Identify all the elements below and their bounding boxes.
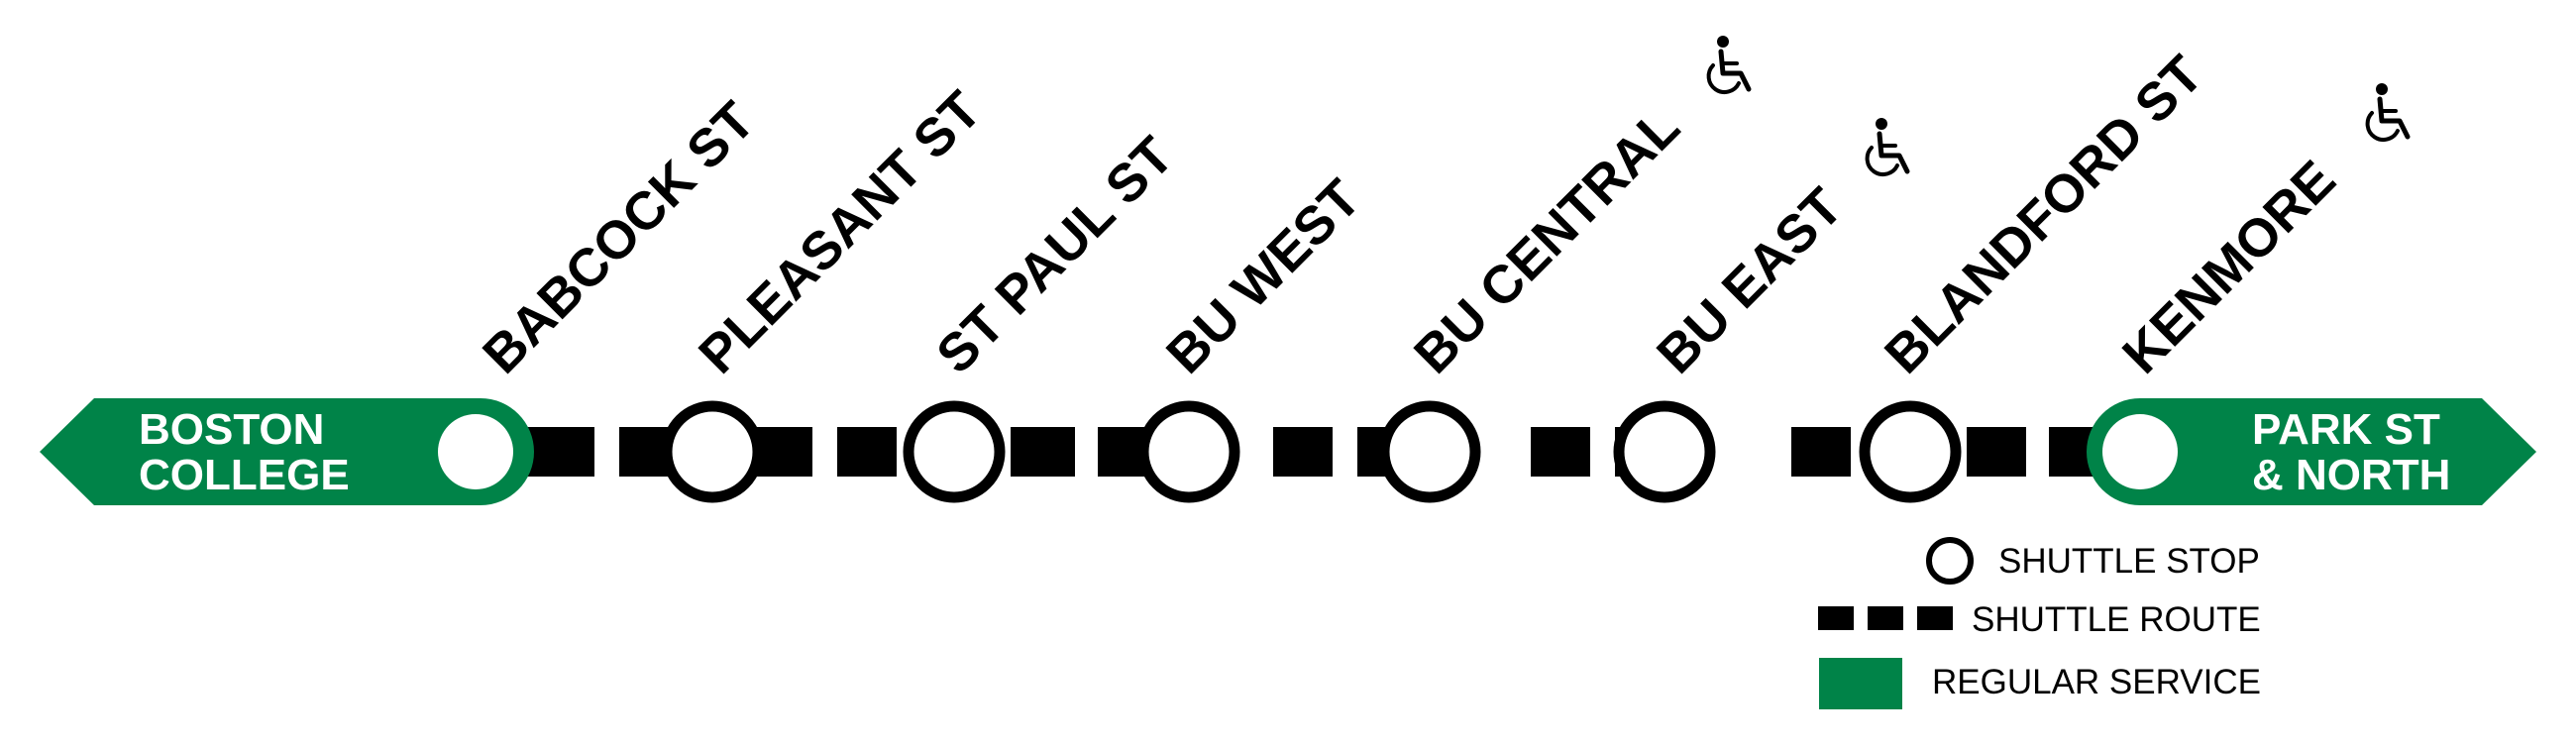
route-dash <box>1967 427 2026 477</box>
route-dash <box>1531 427 1590 477</box>
legend-shuttle-route-icon <box>1818 606 1953 630</box>
terminal-east-stop <box>2102 414 2178 489</box>
route-dash <box>619 427 669 477</box>
wheelchair-icon <box>1868 118 1907 174</box>
wheelchair-icon <box>2368 83 2408 140</box>
legend-regular-service-swatch <box>1819 658 1902 709</box>
terminal-east: PARK ST & NORTH <box>2087 398 2536 505</box>
shuttle-stop-circle-icon <box>661 400 764 503</box>
terminal-west-arrow <box>40 398 534 505</box>
legend-shuttle-route-label: SHUTTLE ROUTE <box>1972 600 2261 639</box>
legend-shuttle-stop-icon <box>1926 537 1974 585</box>
terminal-west-stop <box>438 414 513 489</box>
route-dash <box>837 427 897 477</box>
station-label: ST PAUL ST <box>925 126 1185 385</box>
shuttle-stops <box>661 400 1962 503</box>
station-labels: BABCOCK ST PLEASANT ST ST PAUL ST BU WES… <box>472 45 2347 385</box>
route-dash <box>1273 427 1333 477</box>
terminal-west-label-line2: COLLEGE <box>139 451 350 499</box>
shuttle-stop-circle-icon <box>1859 400 1962 503</box>
wheelchair-icon <box>1709 36 1749 92</box>
terminal-west: BOSTON COLLEGE <box>40 398 534 505</box>
shuttle-stop-circle-icon <box>903 400 1006 503</box>
shuttle-stop-circle-icon <box>1613 400 1716 503</box>
terminal-east-label-line2: & NORTH <box>2252 451 2450 499</box>
route-dash <box>1011 427 1075 477</box>
terminal-east-label-line1: PARK ST <box>2252 405 2440 454</box>
route-dash <box>1791 427 1851 477</box>
legend: SHUTTLE STOP SHUTTLE ROUTE REGULAR SERVI… <box>1818 537 2261 709</box>
terminal-west-label-line1: BOSTON <box>139 405 324 454</box>
shuttle-stop-circle-icon <box>1137 400 1240 503</box>
legend-shuttle-stop-label: SHUTTLE STOP <box>1998 542 2260 581</box>
shuttle-stop-circle-icon <box>1378 400 1481 503</box>
station-label: BU WEST <box>1155 168 1371 384</box>
legend-regular-service-label: REGULAR SERVICE <box>1932 663 2261 701</box>
terminal-east-arrow <box>2087 398 2536 505</box>
station-label: KENMORE <box>2111 150 2347 385</box>
station-label: BU EAST <box>1646 176 1854 384</box>
